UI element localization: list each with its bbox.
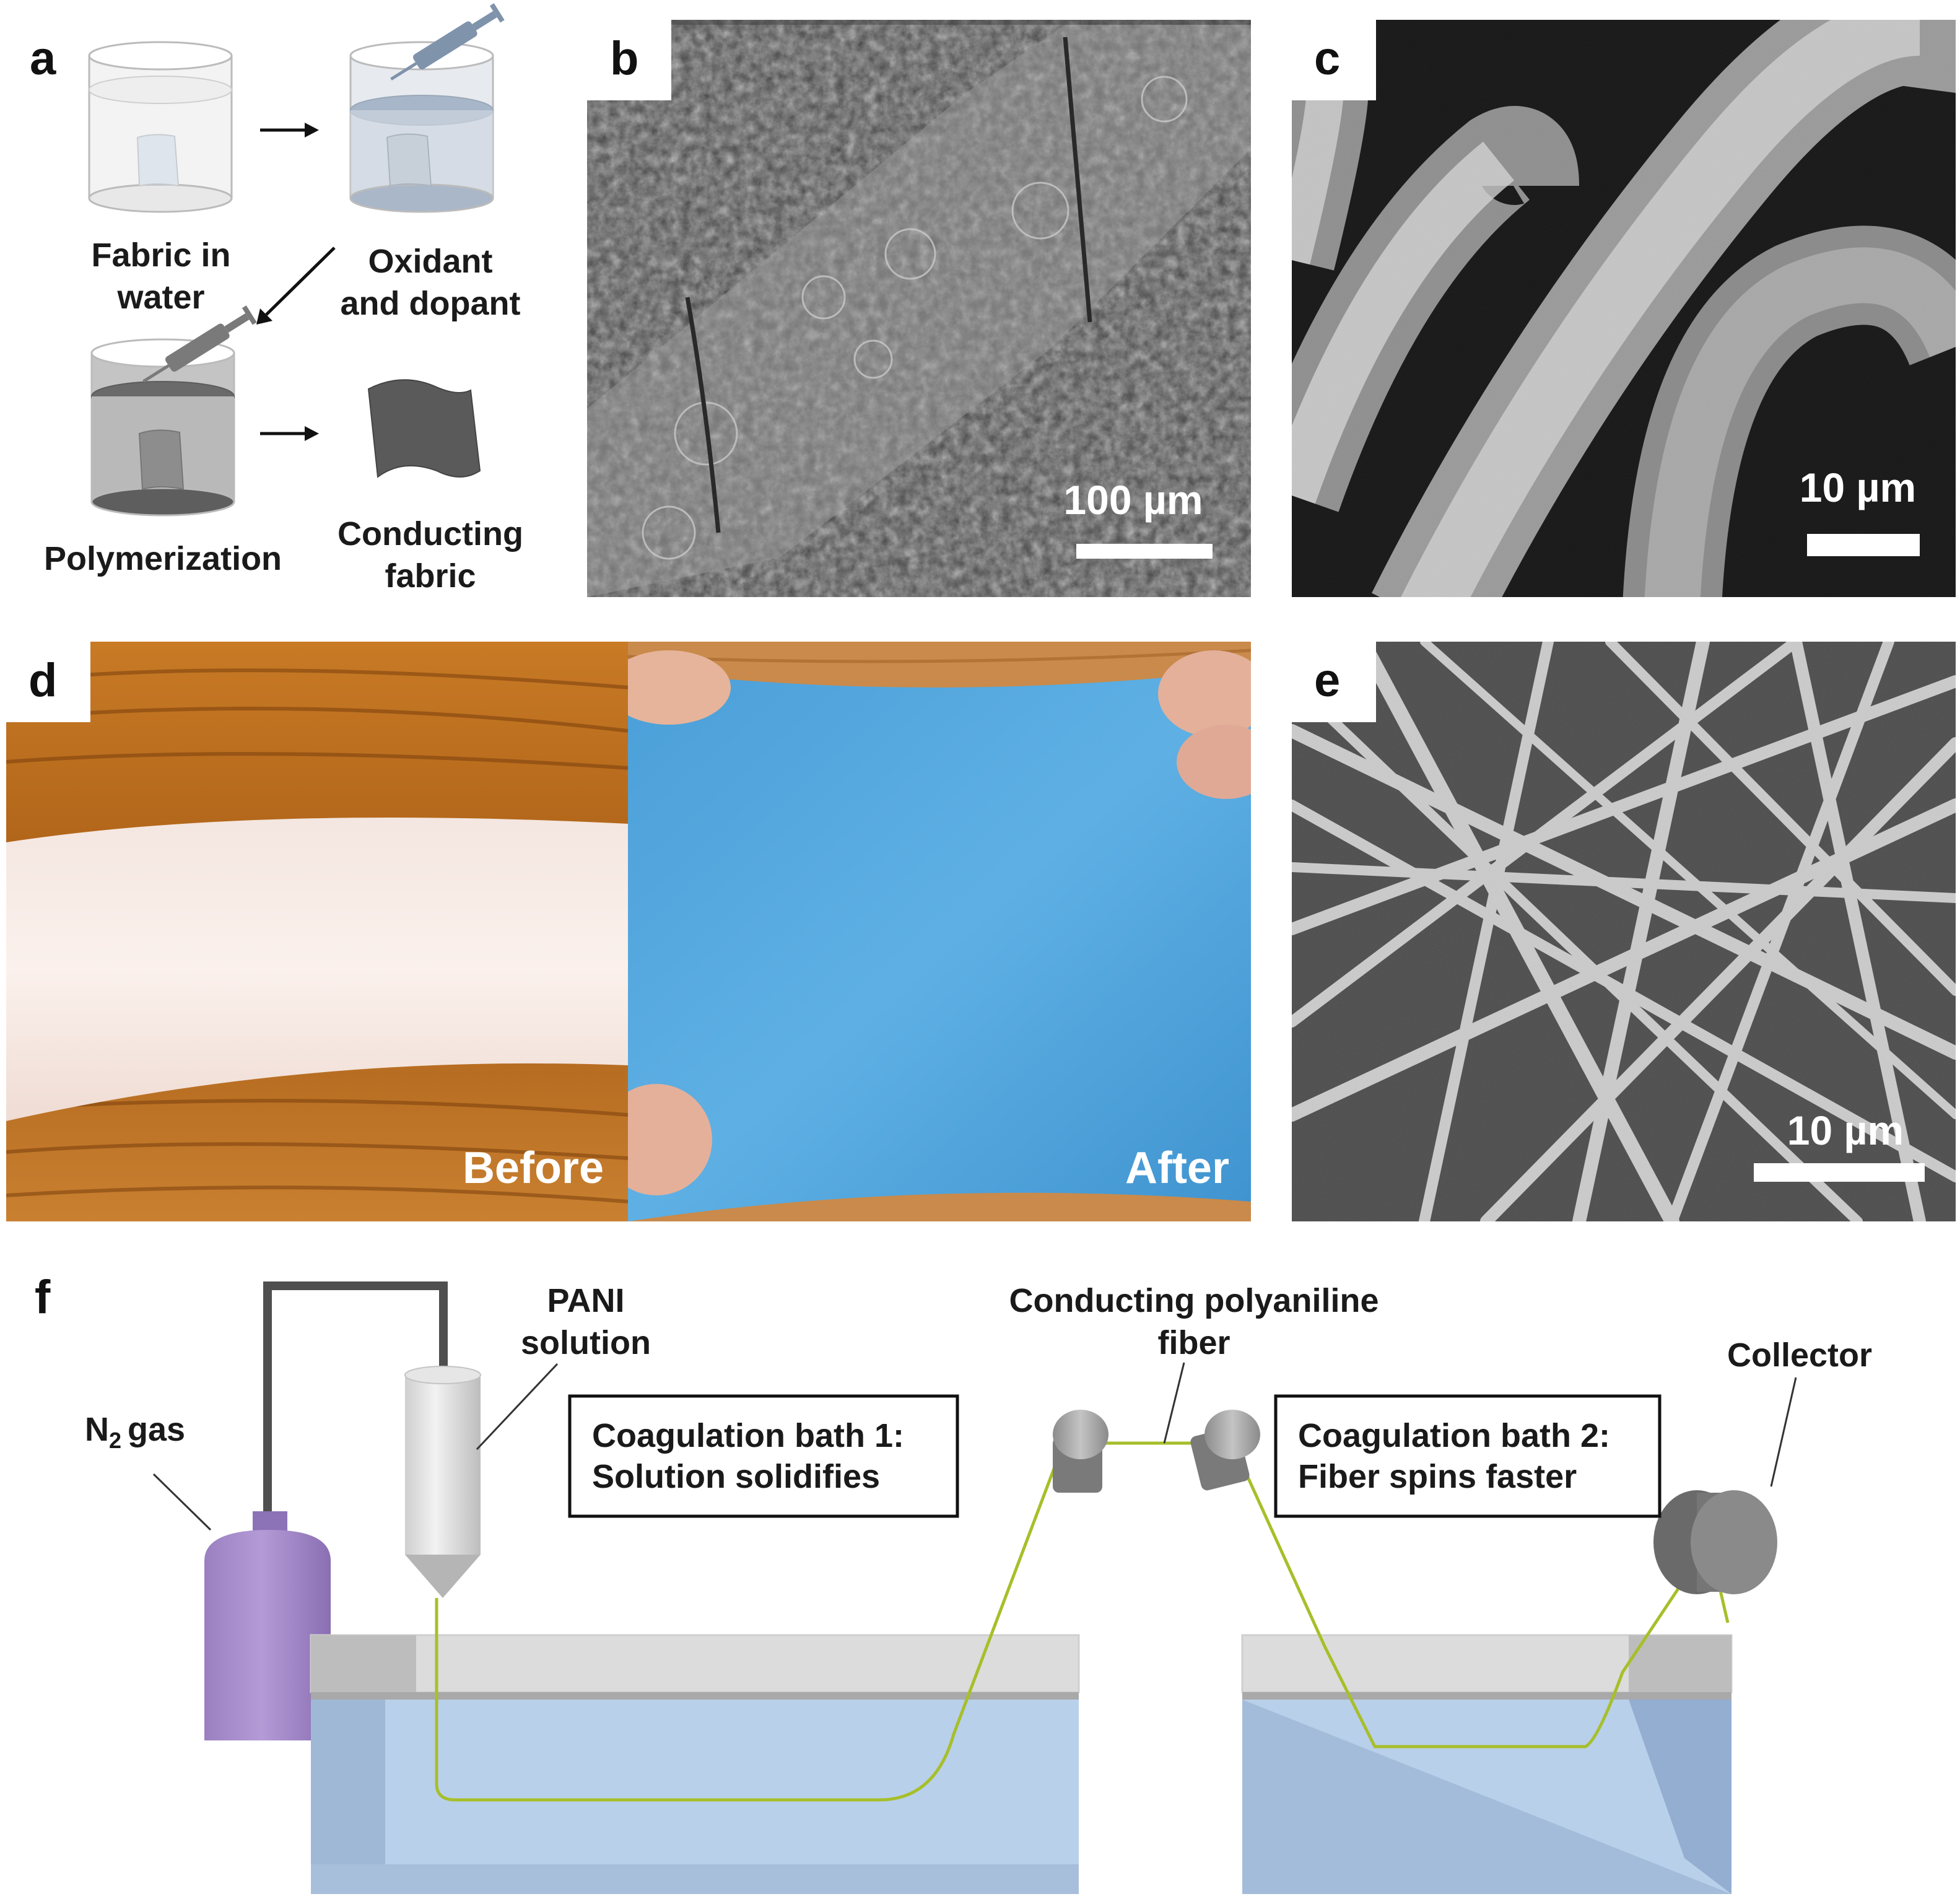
label-pani-1: PANI — [547, 1282, 624, 1319]
arrow-right-icon — [260, 426, 319, 441]
syringe-icon — [142, 305, 257, 383]
n2-gas-bottle — [204, 1511, 331, 1740]
letter-box — [1292, 20, 1376, 100]
letter-box — [1292, 642, 1376, 722]
beaker-polymerization — [90, 338, 235, 517]
panel-letter-d: d — [28, 654, 57, 707]
roller-2 — [1190, 1410, 1260, 1491]
panel-e: e 10 µm — [1292, 642, 1956, 1221]
collector — [1653, 1490, 1777, 1594]
leader-line — [476, 1363, 559, 1451]
bath1-title: Coagulation bath 1: — [592, 1417, 904, 1454]
finger-shape — [1158, 650, 1251, 737]
bath1-callout: Coagulation bath 1: Solution solidifies — [568, 1394, 959, 1518]
label-fiber-1: Conducting polyaniline — [1009, 1282, 1379, 1319]
photo-before — [6, 642, 628, 1221]
leader-line — [1163, 1362, 1185, 1444]
letter-box — [6, 642, 90, 722]
conducting-fabric-icon — [367, 379, 481, 478]
panel-c: c 10 µm — [1292, 20, 1956, 597]
label-conducting-1: Conducting — [338, 515, 523, 552]
bath2-desc: Fiber spins faster — [1298, 1458, 1577, 1495]
label-oxidant-1: Oxidant — [368, 243, 492, 280]
fiber-path — [435, 1441, 1711, 1802]
label-fiber-2: fiber — [1157, 1324, 1230, 1361]
label-fabric-in-water-1: Fabric in — [91, 237, 230, 274]
label-before: Before — [463, 1143, 604, 1193]
photo-after — [628, 642, 1251, 1221]
leader-line — [1770, 1377, 1797, 1487]
beaker-oxidant — [349, 41, 494, 213]
label-oxidant-2: and dopant — [341, 285, 521, 322]
bath2-title: Coagulation bath 2: — [1298, 1417, 1610, 1454]
finger-shape — [628, 650, 731, 725]
beaker-water — [88, 41, 233, 213]
finger-shape — [1177, 725, 1251, 799]
fabric-swatch-icon — [386, 133, 432, 187]
arrow-right-icon — [260, 123, 319, 138]
bath1-desc: Solution solidifies — [592, 1458, 880, 1495]
letter-box — [587, 20, 671, 100]
finger-shape — [628, 1084, 712, 1195]
scale-bar — [1807, 534, 1920, 556]
panel-b: b 100 µm — [587, 20, 1251, 597]
panel-letter-f: f — [35, 1271, 51, 1324]
scale-bar-label: 10 µm — [1787, 1107, 1904, 1153]
label-polymerization: Polymerization — [44, 540, 282, 577]
label-pani-2: solution — [521, 1324, 651, 1361]
pani-syringe — [404, 1366, 481, 1598]
scale-bar-label: 10 µm — [1800, 465, 1916, 510]
panel-letter-b: b — [610, 32, 638, 85]
coagulation-bath-2 — [1241, 1634, 1733, 1894]
panel-letter-a: a — [30, 32, 56, 85]
fabric-swatch-icon — [138, 429, 185, 491]
leader-line — [152, 1473, 212, 1531]
gas-line — [263, 1281, 448, 1517]
label-after: After — [1125, 1143, 1229, 1193]
panel-a: a Fabric in water — [30, 3, 523, 595]
label-collector: Collector — [1727, 1337, 1872, 1374]
panel-letter-c: c — [1314, 32, 1340, 85]
panel-letter-e: e — [1314, 654, 1340, 707]
scale-bar — [1754, 1163, 1925, 1182]
coagulation-bath-1 — [310, 1634, 1080, 1894]
roller-1 — [1053, 1410, 1108, 1493]
arrow-down-left-icon — [256, 247, 336, 325]
bath2-callout: Coagulation bath 2: Fiber spins faster — [1274, 1394, 1662, 1518]
label-fabric-in-water-2: water — [116, 279, 204, 316]
scale-bar — [1076, 544, 1213, 559]
scale-bar-label: 100 µm — [1063, 477, 1203, 523]
panel-d: d Before After — [6, 642, 1251, 1221]
syringe-icon — [390, 3, 505, 81]
label-conducting-2: fabric — [385, 557, 476, 595]
fabric-swatch-icon — [136, 134, 180, 187]
